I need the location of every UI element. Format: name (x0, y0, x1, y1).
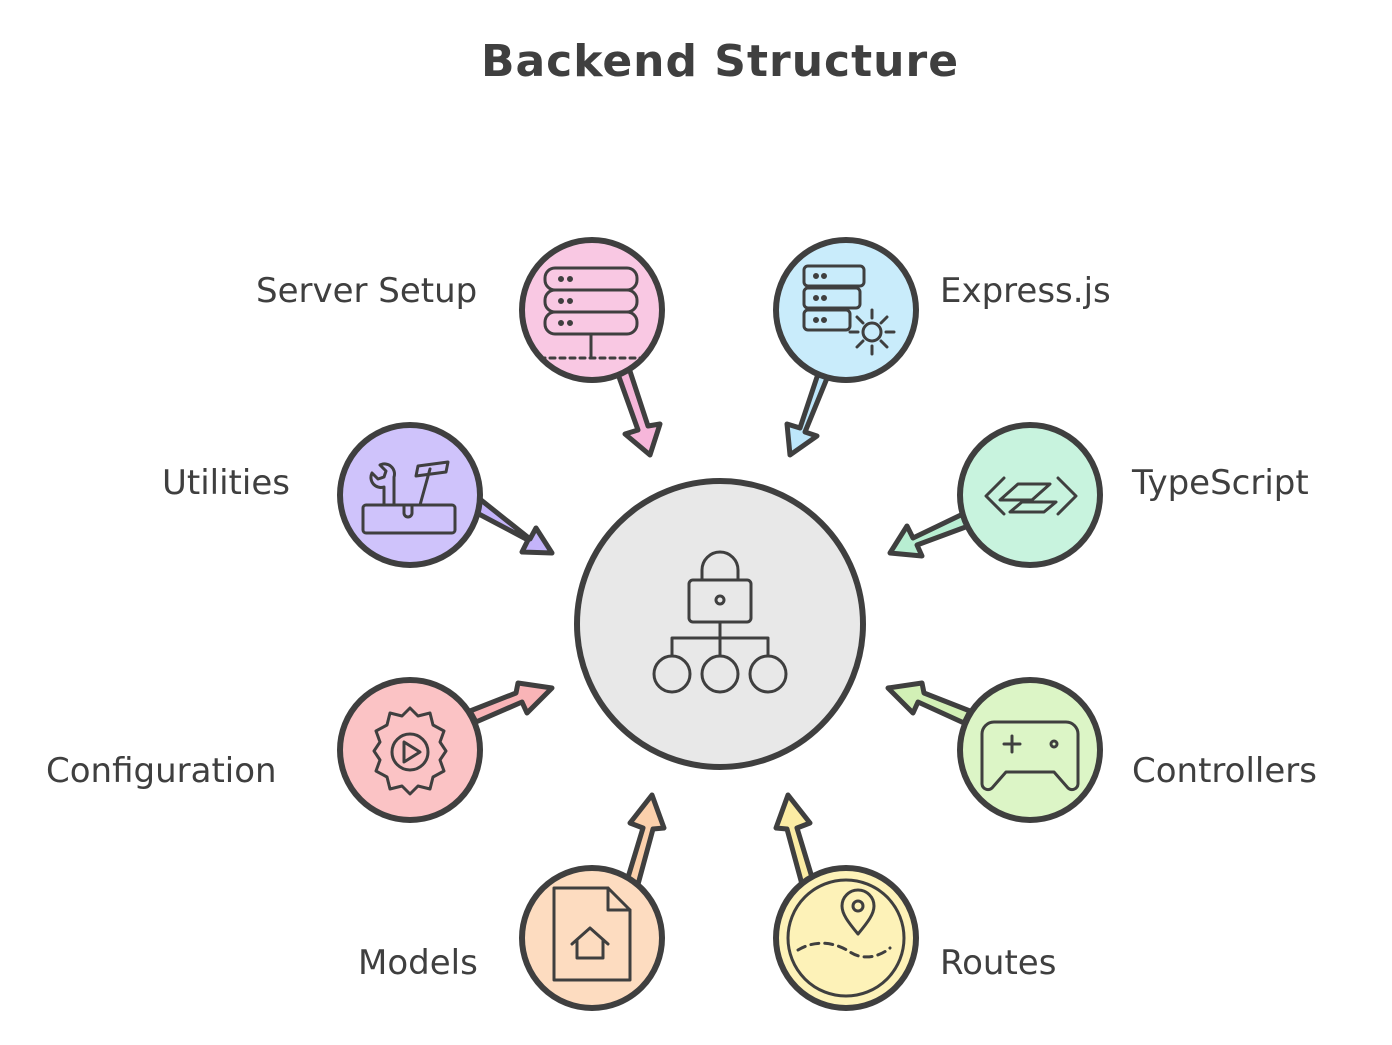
models-arrow (623, 792, 667, 891)
routes-arrow (773, 792, 817, 891)
configuration-arrow (467, 680, 555, 725)
label-controllers: Controllers (1132, 751, 1317, 791)
node-server-setup (519, 237, 665, 458)
toolbox-icon (361, 460, 457, 535)
typescript-arrow (887, 510, 974, 559)
label-expressjs: Express.js (940, 271, 1111, 311)
label-typescript: TypeScript (1132, 463, 1309, 503)
code-arrows-icon (984, 476, 1078, 516)
node-utilities (337, 422, 555, 568)
label-routes: Routes (940, 943, 1057, 983)
configuration-circle (337, 677, 483, 823)
routes-circle (773, 865, 919, 1011)
label-configuration: Configuration (46, 751, 277, 791)
node-routes (773, 792, 919, 1011)
node-controllers (885, 677, 1103, 823)
utilities-arrow (472, 497, 555, 556)
server-stack-icon (538, 266, 644, 360)
center-hub-outline (574, 478, 866, 770)
typescript-circle (957, 422, 1103, 568)
controllers-arrow (885, 680, 973, 726)
map-pin-icon (786, 878, 906, 998)
diagram-title: Backend Structure (480, 36, 960, 87)
label-models: Models (358, 943, 478, 983)
server-setup-circle (519, 237, 665, 383)
node-expressjs (773, 237, 919, 458)
utilities-circle (337, 422, 483, 568)
node-configuration (337, 677, 555, 823)
gamepad-icon (980, 720, 1080, 792)
gear-play-icon (372, 706, 448, 796)
server-gear-icon (802, 264, 896, 356)
label-utilities: Utilities (162, 463, 290, 503)
models-circle (519, 865, 665, 1011)
center-hub (574, 478, 866, 770)
lock-network-icon (652, 550, 788, 694)
node-models (519, 792, 667, 1011)
label-server-setup: Server Setup (256, 271, 478, 311)
document-home-icon (552, 886, 632, 982)
node-typescript (887, 422, 1103, 568)
